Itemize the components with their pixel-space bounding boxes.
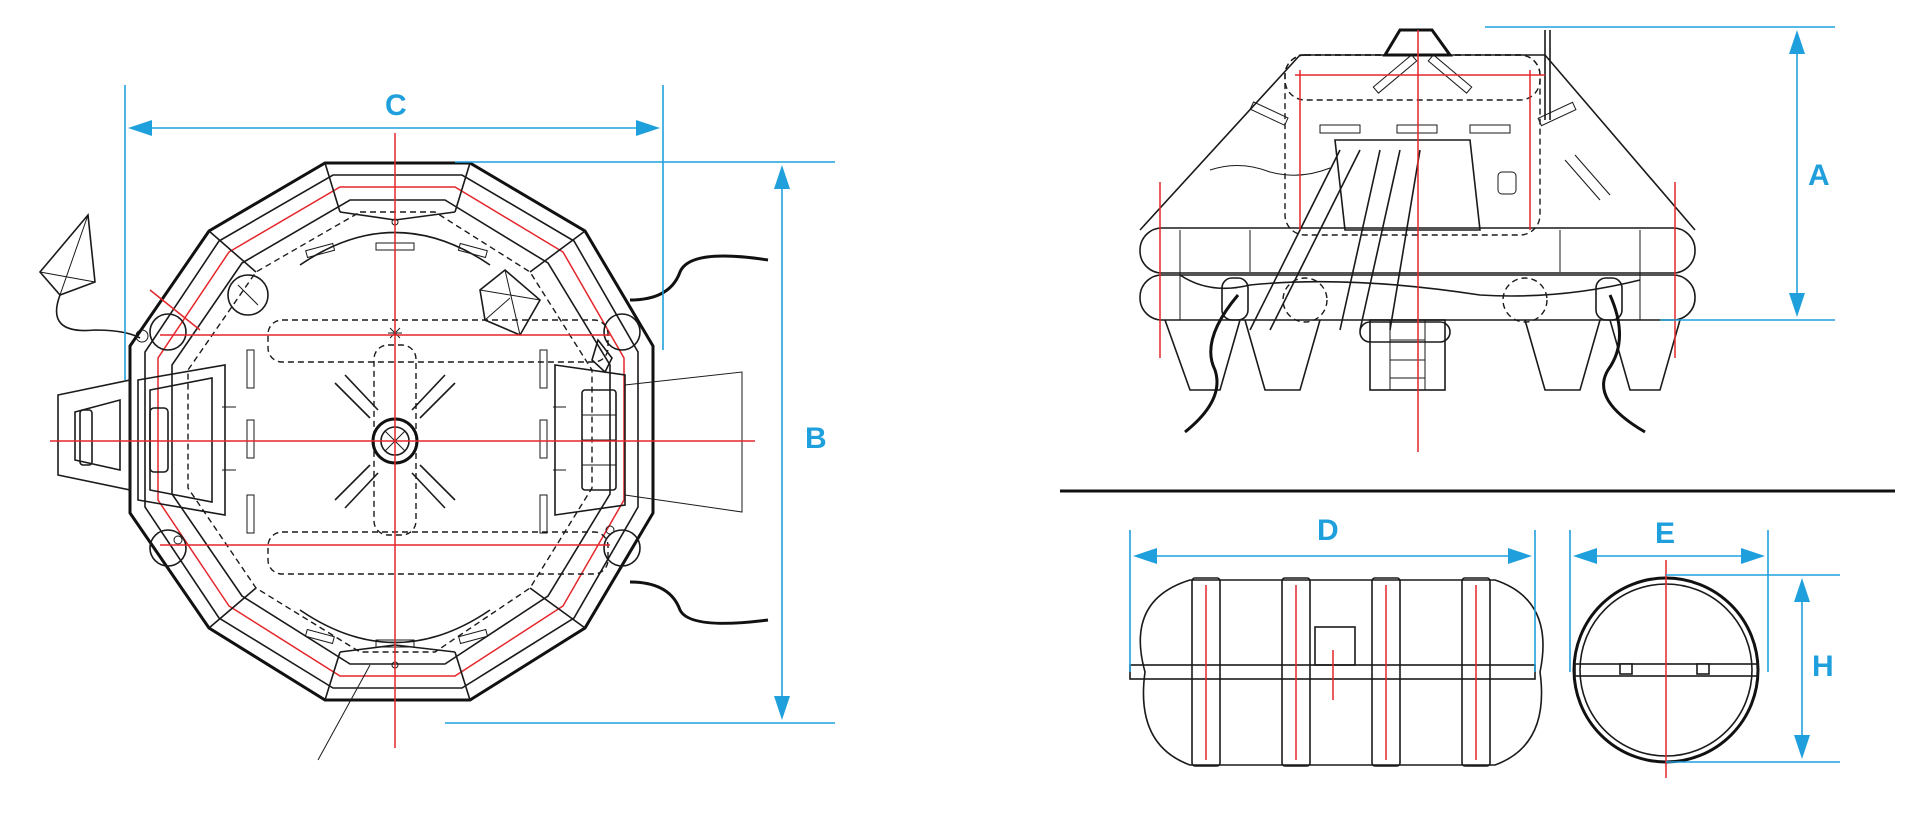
- left-boarding-ladder: [57, 379, 131, 491]
- dimension-e: E: [1569, 517, 1769, 672]
- painter-line-bottom: [629, 580, 769, 625]
- container-end-view: [1572, 560, 1760, 778]
- painter-line-top: [629, 254, 769, 302]
- sea-anchor-icon: [38, 213, 141, 339]
- raft-top-view: [38, 133, 769, 761]
- raft-side-view: [1139, 28, 1696, 452]
- dashed-floor: [187, 211, 593, 653]
- dimension-b: B: [445, 161, 835, 724]
- container-side-view: [1129, 577, 1544, 767]
- left-entrance: [137, 364, 236, 516]
- dimension-h: H: [1666, 574, 1840, 763]
- red-tube-line: [157, 186, 625, 677]
- dimension-label-b: B: [805, 422, 827, 455]
- right-entrance: [553, 338, 743, 516]
- compass-icon: [227, 274, 269, 316]
- floor-outline: [171, 199, 611, 665]
- dimension-label-e: E: [1655, 517, 1675, 550]
- drogue-icon: [479, 268, 542, 337]
- canopy-light-icon: [1382, 28, 1453, 57]
- dimension-label-h: H: [1812, 650, 1834, 683]
- dimension-label-c: C: [385, 89, 407, 122]
- inner-tube-outline: [144, 174, 639, 689]
- dimension-label-a: A: [1808, 159, 1830, 192]
- dimension-a: A: [1485, 26, 1835, 321]
- dimension-label-d: D: [1317, 514, 1339, 547]
- dimension-c: C: [124, 85, 664, 380]
- dimension-d: D: [1129, 514, 1536, 672]
